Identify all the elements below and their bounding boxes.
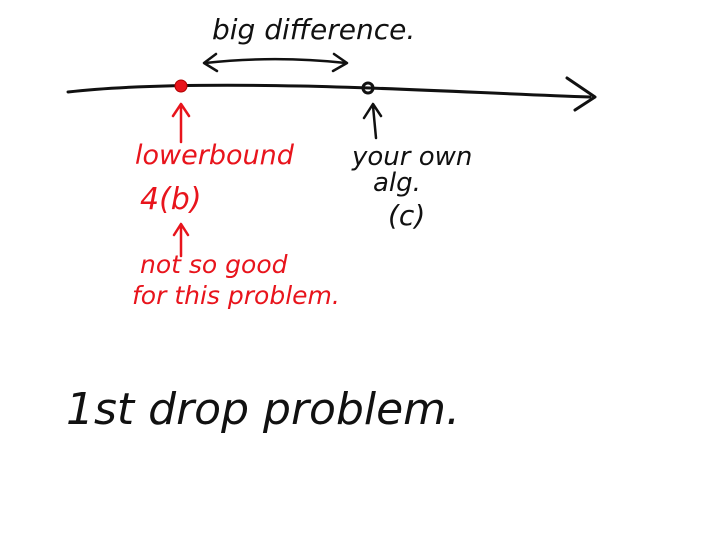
difference-double-arrow: [203, 58, 348, 65]
red-note-line-2: for this problem.: [132, 281, 340, 310]
red-note-up-arrow: [172, 222, 190, 258]
own-alg-label-line-2: alg.: [373, 168, 421, 198]
own-algorithm-point: [361, 81, 375, 95]
difference-arrow-right-head: [331, 52, 349, 73]
number-line: [66, 83, 592, 99]
red-note-line-1: not so good: [140, 250, 288, 279]
difference-label: big difference.: [212, 13, 416, 46]
own-alg-label-line-1: your own: [352, 142, 473, 172]
lower-bound-up-arrow: [171, 102, 191, 144]
own-alg-reference: (c): [388, 199, 426, 232]
lower-bound-point: [174, 79, 188, 93]
bottom-note: 1st drop problem.: [66, 384, 461, 435]
difference-arrow-left-head: [202, 52, 219, 73]
lower-bound-label: lowerbound: [135, 140, 294, 171]
lower-bound-reference: 4(b): [140, 182, 202, 217]
own-alg-up-arrow: [362, 102, 383, 140]
number-line-arrowhead: [565, 76, 597, 112]
